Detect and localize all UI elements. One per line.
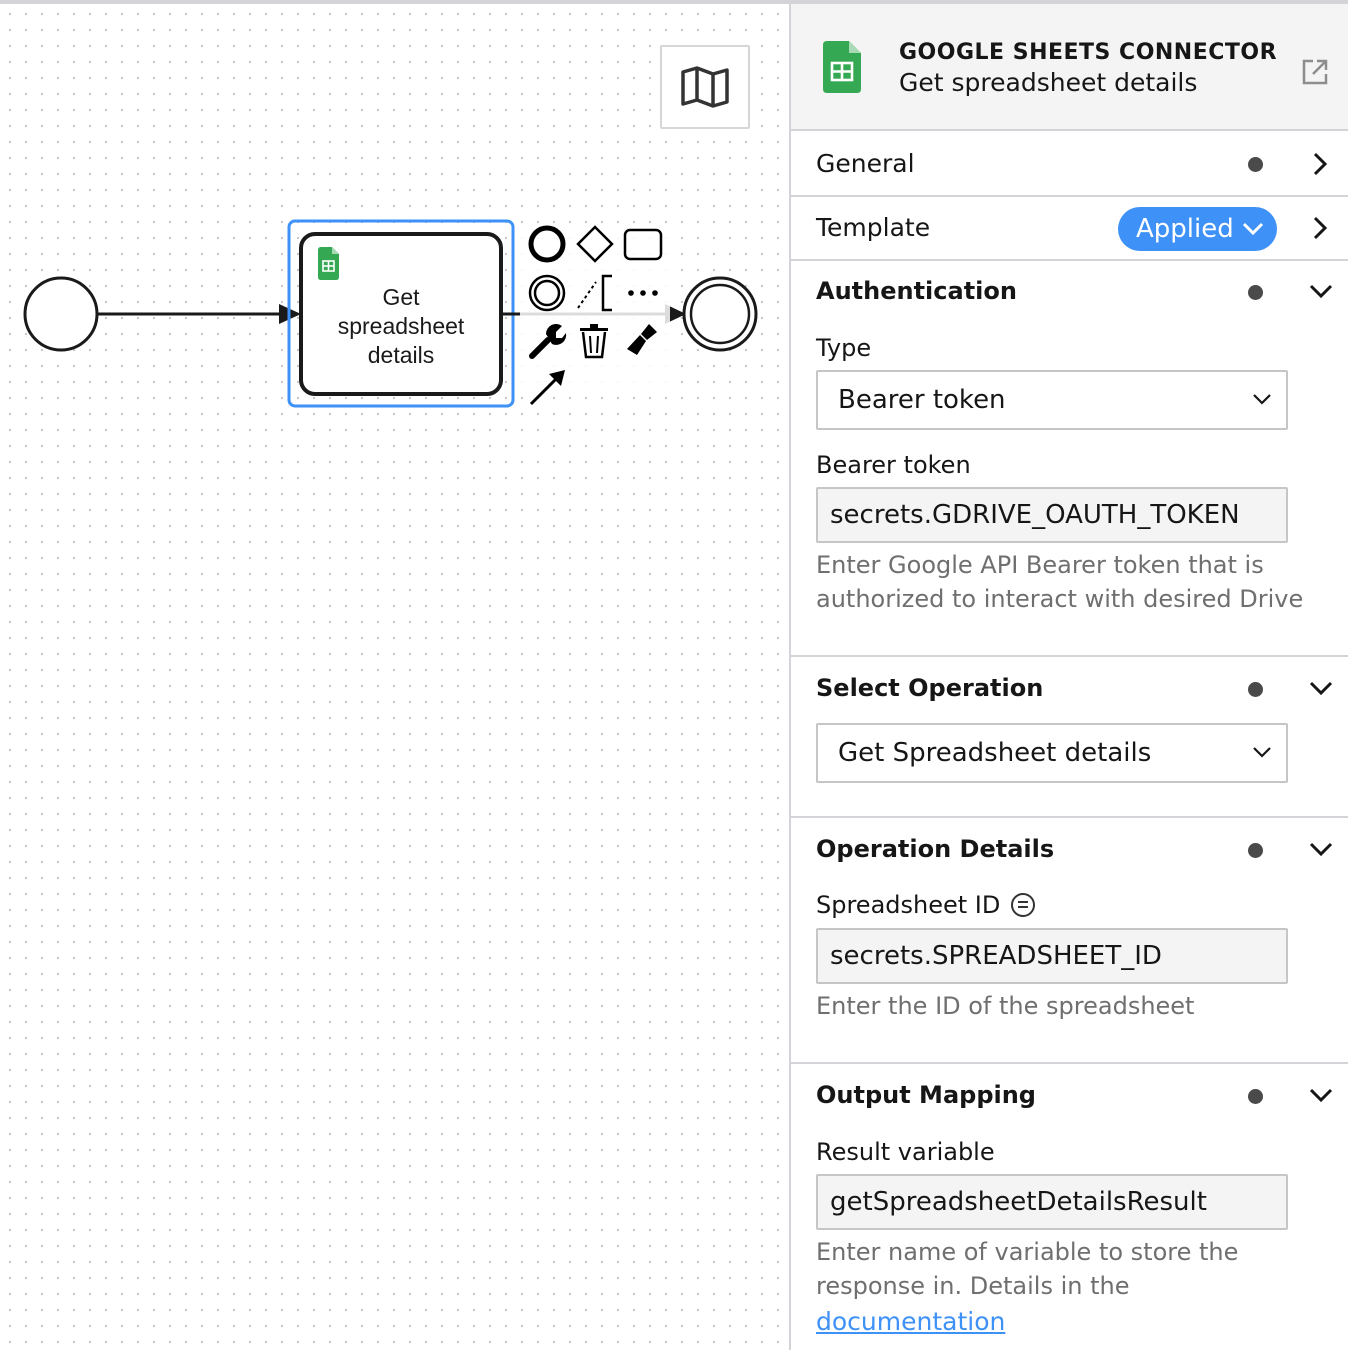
chevron-down-icon — [1309, 681, 1333, 696]
section-divider — [791, 655, 1348, 657]
spreadsheet-id-label: Spreadsheet ID — [816, 891, 1001, 919]
task-label-line: spreadsheet — [337, 312, 465, 339]
group-select-operation-label: Select Operation — [816, 674, 1044, 702]
start-event[interactable] — [23, 276, 99, 352]
result-variable-help-line: response in. Details in the — [816, 1272, 1130, 1300]
top-border — [0, 0, 1348, 4]
end-event[interactable] — [682, 276, 758, 352]
panel-header: GOOGLE SHEETS CONNECTOR Get spreadsheet … — [791, 4, 1348, 131]
panel-title: GOOGLE SHEETS CONNECTOR — [899, 40, 1278, 65]
paint-brush-icon[interactable] — [627, 324, 657, 355]
feel-expression-icon[interactable] — [1010, 892, 1036, 918]
group-template-header[interactable]: Template Applied — [791, 197, 1348, 261]
chevron-down-icon — [1309, 842, 1333, 857]
append-text-annotation-icon[interactable] — [577, 274, 612, 312]
group-authentication-label: Authentication — [816, 277, 1017, 305]
group-general-header[interactable]: General — [791, 133, 1348, 197]
append-task-icon[interactable] — [623, 228, 663, 261]
chevron-right-icon — [1313, 216, 1328, 240]
map-icon — [681, 66, 729, 108]
task-label-line: Get — [382, 283, 420, 310]
chevron-down-icon — [1309, 1088, 1333, 1103]
operation-value: Get Spreadsheet details — [838, 738, 1152, 768]
task-label: Get spreadsheet details — [303, 266, 499, 386]
chevron-down-icon — [1309, 284, 1333, 299]
result-variable-input[interactable]: getSpreadsheetDetailsResult — [816, 1174, 1288, 1230]
group-general-indicator — [1248, 157, 1263, 172]
bearer-token-label: Bearer token — [816, 451, 971, 479]
group-operation-details-header[interactable]: Operation Details — [791, 819, 1348, 883]
documentation-link[interactable]: documentation — [816, 1307, 1006, 1336]
group-select-operation-indicator — [1248, 682, 1263, 697]
append-gateway-icon[interactable] — [576, 225, 614, 263]
append-intermediate-event-icon[interactable] — [528, 274, 566, 312]
group-operation-details-label: Operation Details — [816, 835, 1055, 863]
external-link-icon[interactable] — [1301, 58, 1329, 86]
minimap-toggle-button[interactable] — [660, 45, 750, 129]
spreadsheet-id-input[interactable]: secrets.SPREADSHEET_ID — [816, 928, 1288, 984]
trash-icon[interactable] — [580, 324, 608, 359]
group-output-mapping-label: Output Mapping — [816, 1081, 1036, 1109]
group-general-label: General — [816, 149, 915, 178]
wrench-icon[interactable] — [529, 324, 567, 359]
group-operation-details-indicator — [1248, 843, 1263, 858]
template-applied-label: Applied — [1136, 214, 1234, 244]
diagram-svg — [23, 219, 758, 408]
group-output-mapping-indicator — [1248, 1089, 1263, 1104]
group-select-operation-header[interactable]: Select Operation — [791, 658, 1348, 722]
template-applied-button[interactable]: Applied — [1118, 207, 1277, 251]
chevron-down-icon — [1253, 747, 1271, 758]
properties-panel: GOOGLE SHEETS CONNECTOR Get spreadsheet … — [789, 4, 1348, 1350]
task-sheets-icon — [318, 247, 339, 280]
result-variable-help: Enter name of variable to store the resp… — [816, 1235, 1316, 1303]
result-variable-label: Result variable — [816, 1138, 995, 1166]
spreadsheet-id-help: Enter the ID of the spreadsheet — [816, 992, 1195, 1020]
arrowhead-out — [665, 304, 686, 324]
section-divider — [791, 816, 1348, 818]
group-authentication-header[interactable]: Authentication — [791, 261, 1348, 325]
bearer-token-help-line: authorized to interact with desired Driv… — [816, 585, 1304, 613]
chevron-right-icon — [1313, 152, 1328, 176]
bearer-token-help-line: Enter Google API Bearer token that is — [816, 551, 1264, 579]
section-divider — [791, 1062, 1348, 1064]
result-variable-help-line: Enter name of variable to store the — [816, 1238, 1239, 1266]
auth-type-select[interactable]: Bearer token — [816, 370, 1288, 430]
group-output-mapping-header[interactable]: Output Mapping — [791, 1065, 1348, 1129]
panel-subtitle: Get spreadsheet details — [899, 68, 1198, 97]
connect-arrow-icon[interactable] — [529, 370, 565, 406]
auth-type-label: Type — [816, 334, 872, 362]
google-sheets-icon — [823, 41, 861, 93]
more-options-icon[interactable] — [628, 290, 658, 296]
bearer-token-help: Enter Google API Bearer token that is au… — [816, 548, 1316, 616]
group-authentication-indicator — [1248, 285, 1263, 300]
task-label-line: details — [367, 341, 435, 368]
group-template-label: Template — [816, 213, 931, 242]
auth-type-value: Bearer token — [838, 385, 1006, 415]
bpmn-canvas[interactable]: Get spreadsheet details — [0, 4, 789, 1350]
operation-select[interactable]: Get Spreadsheet details — [816, 723, 1288, 783]
spreadsheet-id-label-row: Spreadsheet ID — [816, 891, 1036, 919]
append-end-event-icon[interactable] — [528, 225, 566, 263]
chevron-down-icon — [1253, 394, 1271, 405]
bearer-token-input[interactable]: secrets.GDRIVE_OAUTH_TOKEN — [816, 487, 1288, 543]
chevron-down-icon — [1242, 222, 1263, 236]
